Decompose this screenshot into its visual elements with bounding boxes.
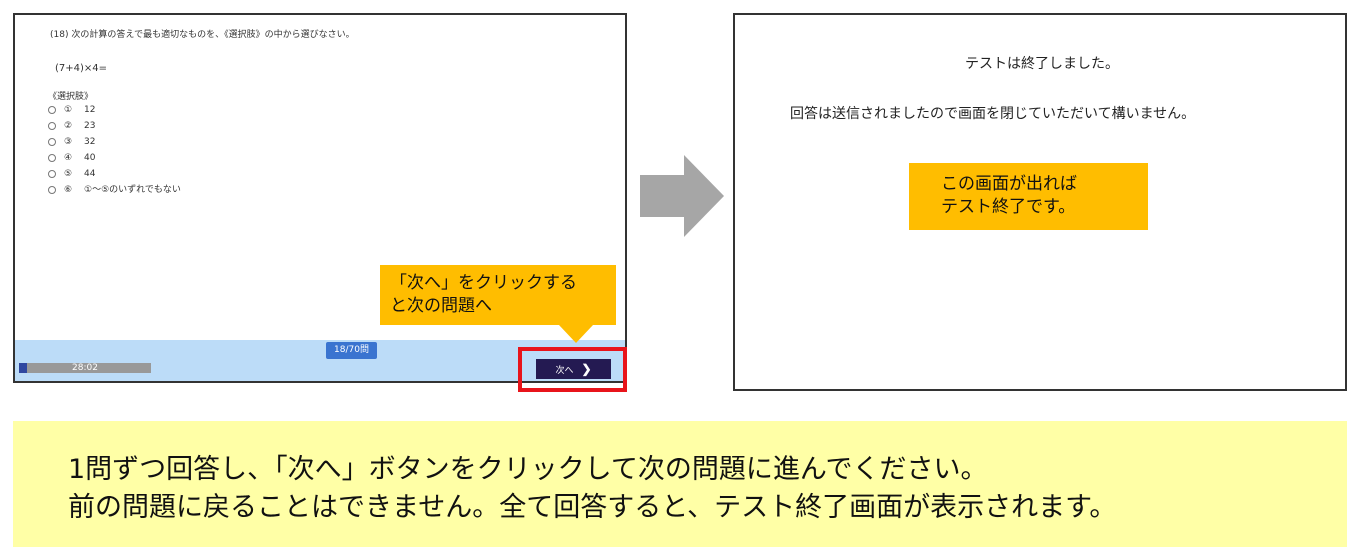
- radio-button[interactable]: [48, 122, 56, 130]
- choice-option-4[interactable]: ④ 40: [48, 150, 181, 166]
- timer-bar-fill: [19, 363, 27, 373]
- arrow-shape: [640, 155, 724, 237]
- next-button[interactable]: 次へ ❯: [536, 359, 611, 379]
- question-text: (18) 次の計算の答えで最も適切なものを、《選択肢》の中から選びなさい。: [50, 30, 355, 40]
- end-message: 回答は送信されましたので画面を閉じていただいて構いません。: [790, 106, 1196, 122]
- choice-option-5[interactable]: ⑤ 44: [48, 166, 181, 182]
- next-button-label: 次へ: [555, 364, 574, 375]
- radio-button[interactable]: [48, 170, 56, 178]
- arrow-right-icon: [640, 155, 724, 237]
- next-button-callout: 「次へ」をクリックする と次の問題へ: [380, 265, 616, 325]
- choice-number: ⑤: [64, 169, 73, 179]
- choices-label: 《選択肢》: [48, 92, 94, 102]
- choice-number: ①: [64, 105, 73, 115]
- choice-number: ⑥: [64, 185, 73, 195]
- instruction-line: 1問ずつ回答し、「次へ」ボタンをクリックして次の問題に進んでください。: [68, 454, 988, 485]
- choice-text: 23: [84, 121, 96, 131]
- radio-button[interactable]: [48, 106, 56, 114]
- choice-option-1[interactable]: ① 12: [48, 102, 181, 118]
- quiz-bottom-bar: 18/70問 28:02: [15, 340, 625, 381]
- timer-bar: 28:02: [19, 363, 151, 373]
- radio-button[interactable]: [48, 186, 56, 194]
- timer-text: 28:02: [72, 363, 98, 373]
- instruction-line: 前の問題に戻ることはできません。全て回答すると、テスト終了画面が表示されます。: [68, 492, 1117, 523]
- radio-button[interactable]: [48, 138, 56, 146]
- choice-option-6[interactable]: ⑥ ①〜⑤のいずれでもない: [48, 182, 181, 198]
- choice-text: 44: [84, 169, 96, 179]
- end-title: テストは終了しました。: [965, 56, 1119, 72]
- next-button-highlight: 次へ ❯: [518, 347, 627, 392]
- chevron-right-icon: ❯: [581, 362, 592, 376]
- callout-line: 「次へ」をクリックする: [390, 273, 577, 293]
- callout-pointer: [559, 325, 593, 343]
- question-formula: (7+4)×4=: [55, 63, 108, 74]
- question-progress-badge: 18/70問: [326, 342, 377, 359]
- quiz-screen-panel: (18) 次の計算の答えで最も適切なものを、《選択肢》の中から選びなさい。 (7…: [13, 13, 627, 383]
- test-end-screen-panel: テストは終了しました。 回答は送信されましたので画面を閉じていただいて構いません…: [733, 13, 1347, 391]
- choice-text: 12: [84, 105, 96, 115]
- instruction-box: 1問ずつ回答し、「次へ」ボタンをクリックして次の問題に進んでください。 前の問題…: [13, 421, 1347, 547]
- end-screen-callout: この画面が出れば テスト終了です。: [909, 163, 1148, 230]
- callout-line: この画面が出れば: [941, 174, 1077, 194]
- choice-option-2[interactable]: ② 23: [48, 118, 181, 134]
- choice-text: 32: [84, 137, 96, 147]
- choice-text: ①〜⑤のいずれでもない: [84, 185, 181, 195]
- callout-line: テスト終了です。: [941, 197, 1076, 217]
- choice-option-3[interactable]: ③ 32: [48, 134, 181, 150]
- choices-list: ① 12 ② 23 ③ 32 ④ 40 ⑤ 44 ⑥ ①〜⑤のいずれでもない: [48, 102, 181, 198]
- choice-text: 40: [84, 153, 96, 163]
- choice-number: ②: [64, 121, 73, 131]
- callout-line: と次の問題へ: [390, 296, 492, 316]
- choice-number: ③: [64, 137, 73, 147]
- choice-number: ④: [64, 153, 73, 163]
- radio-button[interactable]: [48, 154, 56, 162]
